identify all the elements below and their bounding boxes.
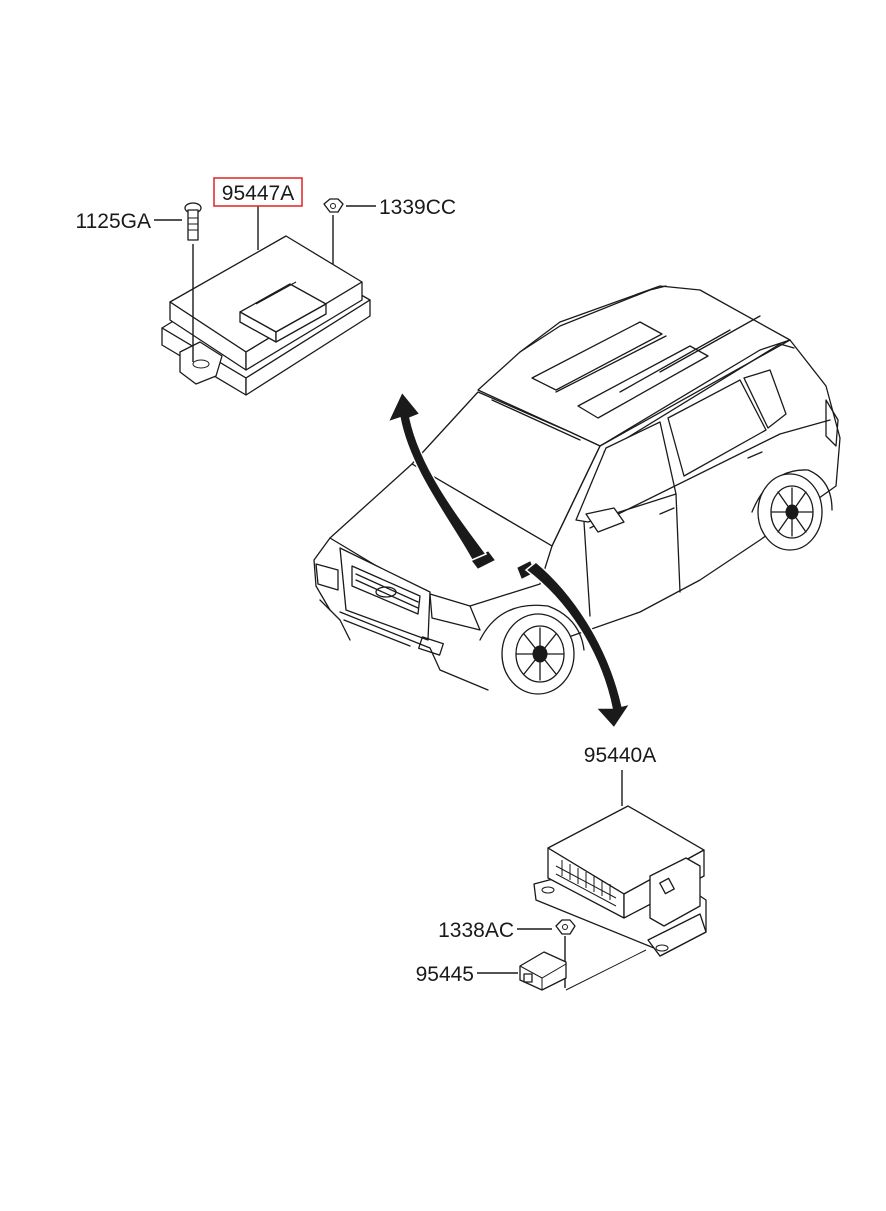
arrow-up-icon <box>386 390 488 561</box>
nut-1338AC[interactable] <box>555 919 576 988</box>
vehicle-illustration <box>313 285 841 695</box>
label-1339CC[interactable]: 1339CC <box>379 196 456 219</box>
label-95447A[interactable]: 95447A <box>222 182 294 205</box>
highlight-box-95447A <box>213 177 303 207</box>
label-95445[interactable]: 95445 <box>416 963 474 986</box>
module-95440A[interactable] <box>533 805 707 957</box>
nut-1339CC[interactable] <box>323 198 344 264</box>
sensor-95445[interactable] <box>519 949 647 991</box>
module-95447A[interactable] <box>161 235 371 396</box>
label-1125GA[interactable]: 1125GA <box>76 210 152 233</box>
arrow-down-icon <box>524 561 632 730</box>
label-95440A[interactable]: 95440A <box>584 744 656 767</box>
label-1338AC[interactable]: 1338AC <box>438 919 514 942</box>
bolt-1125GA[interactable] <box>184 202 202 362</box>
